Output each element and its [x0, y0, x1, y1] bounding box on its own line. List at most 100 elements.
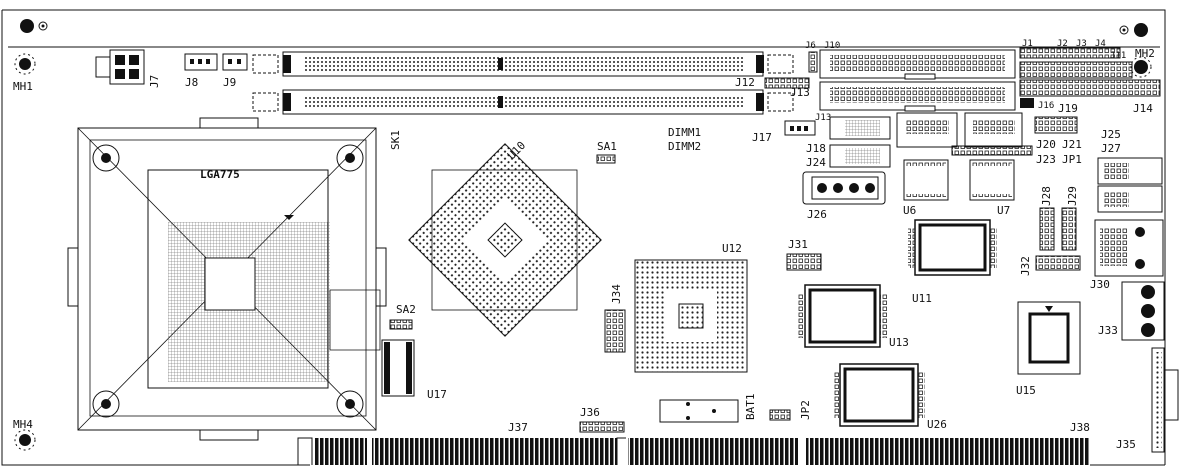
edge-connector-j38: J38 [628, 421, 1090, 465]
j25-label: J25 [1101, 128, 1121, 141]
j18-label: J18 [806, 142, 826, 155]
chip-u13: U13 [798, 284, 909, 349]
jp2-label: JP2 [799, 400, 812, 420]
j38-label: J38 [1070, 421, 1090, 434]
top-right-hole-icon [1119, 23, 1148, 37]
connector-j32: J32 [1019, 255, 1081, 276]
sa1-label: SA1 [597, 140, 617, 153]
chip-u15: U15 [1016, 301, 1081, 397]
j3-label: J3 [1076, 39, 1087, 49]
connector-j17: J17 [752, 120, 816, 144]
j33-label: J33 [1098, 324, 1118, 337]
board-outline [1, 9, 1166, 466]
connector-j9: J9 [222, 53, 248, 89]
connector-j12: J12 J13 [735, 76, 810, 99]
connector-j10: J10 [819, 41, 1016, 112]
jumper-jp2: JP2 [769, 400, 812, 421]
connector-j6: J6 [805, 41, 818, 73]
mounting-hole-mh1: MH1 [13, 53, 36, 93]
sk1-label: SK1 [389, 130, 402, 150]
j1-label: J1 [1022, 39, 1033, 49]
top-left-hole-icon [20, 19, 48, 33]
j37-label: J37 [508, 421, 528, 434]
dimm1-label: DIMM1 [668, 126, 701, 139]
j8-label: J8 [185, 76, 198, 89]
jp1-label: JP1 [1062, 153, 1082, 166]
j16-label: J16 [1038, 101, 1054, 111]
j7-label: J7 [148, 75, 161, 88]
socket-type-label: LGA775 [200, 168, 240, 181]
j31-label: J31 [788, 238, 808, 251]
j27-label: J27 [1101, 142, 1121, 155]
j36-label: J36 [580, 406, 600, 419]
j14-label: J14 [1133, 102, 1153, 115]
chip-u7: U7 [969, 159, 1015, 217]
connector-j14: J14 [1019, 79, 1161, 115]
chip-u11: U11 [908, 219, 997, 305]
mh4-label: MH4 [13, 418, 33, 431]
j2-label: J2 [1057, 39, 1068, 49]
connector-j26: J26 [802, 171, 886, 221]
chip-u17: U17 [381, 339, 447, 401]
connector-j25-j27: J25 J27 [1097, 128, 1163, 213]
connector-j36: J36 [579, 406, 625, 433]
chip-u6: U6 [903, 159, 949, 217]
connector-j34: J34 [604, 284, 626, 353]
connector-j35: J35 [1116, 347, 1179, 453]
mounting-hole-mh2: MH2 [1130, 47, 1155, 78]
battery-bat1: BAT1 [659, 394, 757, 423]
j24-label: J24 [806, 156, 826, 169]
connector-j28-j29: J28 J29 [1039, 186, 1079, 251]
connector-j31: J31 [786, 238, 822, 271]
mounting-hole-mh4: MH4 [13, 418, 36, 451]
chip-u26: U26 [833, 363, 947, 431]
j23-label: J23 [1036, 153, 1056, 166]
connector-j16: J16 [1020, 98, 1054, 111]
j29-label: J29 [1066, 186, 1079, 206]
u12-label: U12 [722, 242, 742, 255]
chip-u10: U10 [408, 139, 602, 337]
j34-label: J34 [610, 284, 623, 304]
j17-label: J17 [752, 131, 772, 144]
u15-label: U15 [1016, 384, 1036, 397]
mh2-label: MH2 [1135, 47, 1155, 60]
j26-label: J26 [807, 208, 827, 221]
j9-label: J9 [223, 76, 236, 89]
bat1-label: BAT1 [744, 394, 757, 421]
connector-j1-j4: J1 J2 J3 J4 [1019, 39, 1121, 59]
j35-label: J35 [1116, 438, 1136, 451]
j28-label: J28 [1040, 186, 1053, 206]
j13-label: J13 [790, 86, 810, 99]
connector-j11: J11 [1019, 51, 1133, 79]
connector-j8: J8 [184, 53, 218, 89]
u26-label: U26 [927, 418, 947, 431]
j19-label: J19 [1058, 102, 1078, 115]
j30-label: J30 [1090, 278, 1110, 291]
connector-j13-j18: J13 J18 [806, 113, 891, 155]
dimm2-label: DIMM2 [668, 140, 701, 153]
edge-connector-j37: J37 [297, 421, 626, 465]
cpu-socket-sk1: LGA775 SK1 [67, 117, 402, 441]
j13b-label: J13 [815, 113, 831, 123]
u11-label: U11 [912, 292, 932, 305]
chip-u12: U12 [634, 242, 748, 373]
mh1-label: MH1 [13, 80, 33, 93]
j32-label: J32 [1019, 256, 1032, 276]
connector-j24: J24 [806, 144, 891, 169]
u13-label: U13 [889, 336, 909, 349]
dimm-slot-1 [252, 51, 794, 77]
j21-label: J21 [1062, 138, 1082, 151]
sa2-label: SA2 [396, 303, 416, 316]
u7-label: U7 [997, 204, 1010, 217]
j6-label: J6 [805, 41, 816, 51]
j11-label: J11 [1110, 51, 1126, 61]
connector-j20-j21: J20 J21 J23 JP1 [896, 112, 1082, 166]
connector-j19: J19 [1034, 102, 1078, 134]
j12-label: J12 [735, 76, 755, 89]
dimm-slot-2 [252, 89, 794, 115]
connector-j30: J30 [1090, 219, 1164, 291]
j10-label: J10 [824, 41, 840, 51]
connector-j33: J33 [1098, 281, 1165, 341]
connector-j7: J7 [95, 49, 161, 88]
u6-label: U6 [903, 204, 916, 217]
